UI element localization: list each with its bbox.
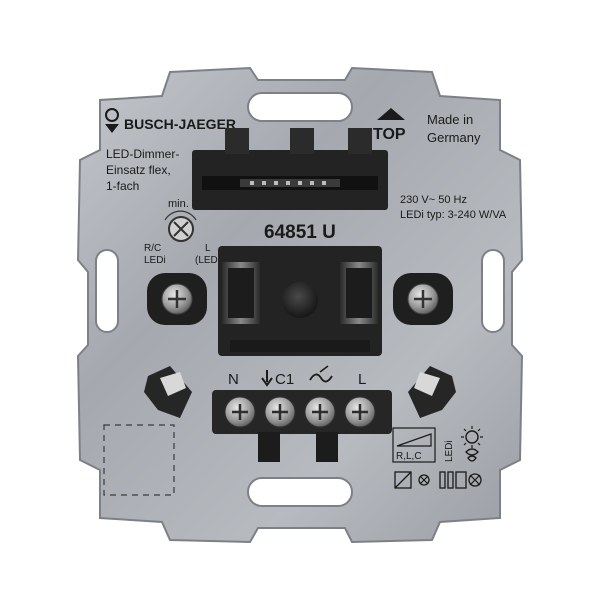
adjuster-min-label: min. xyxy=(168,198,189,210)
left-fixing-screw[interactable] xyxy=(147,273,207,325)
bottom-slot xyxy=(247,477,353,507)
top-connector xyxy=(192,128,388,210)
adjuster-right-label-1: L xyxy=(205,243,211,254)
electronic-transformer-icon xyxy=(439,471,482,489)
origin-line1: Made in xyxy=(427,112,473,127)
two-way-switch-icon xyxy=(309,365,333,383)
adjuster-right-label-2: (LEDi) xyxy=(195,255,223,266)
left-slot xyxy=(95,249,119,333)
trim-adjuster-icon[interactable] xyxy=(164,210,197,242)
product-title-line3: 1-fach xyxy=(106,179,139,193)
load-types-label: R,L,C xyxy=(396,451,422,462)
transformer-symbol-icon xyxy=(394,471,430,489)
voltage-rating: 230 V~ 50 Hz xyxy=(400,194,467,206)
top-slot xyxy=(247,92,353,122)
ledi-symbol-label: LEDi xyxy=(444,440,455,462)
terminal-screw-l[interactable] xyxy=(344,396,376,428)
product-title-line2: Einsatz flex, xyxy=(106,163,171,177)
brand-name: BUSCH-JAEGER xyxy=(124,116,236,132)
right-claw-clip xyxy=(408,366,456,418)
label-field xyxy=(103,424,175,496)
origin-line2: Germany xyxy=(427,130,481,145)
terminal-screw-n[interactable] xyxy=(224,396,256,428)
top-arrow-icon xyxy=(377,108,405,120)
brand-logo-icon xyxy=(105,108,119,133)
right-fixing-screw[interactable] xyxy=(393,273,453,325)
arrow-down-icon xyxy=(261,370,273,387)
load-rating: LEDi typ: 3-240 W/VA xyxy=(400,209,507,221)
lamp-icon xyxy=(461,426,483,448)
terminal-screw-c1[interactable] xyxy=(264,396,296,428)
adjuster-left-label-1: R/C xyxy=(144,243,161,254)
terminal-block xyxy=(212,390,392,462)
led-bulb-icon xyxy=(465,448,479,462)
product-title-line1: LED-Dimmer- xyxy=(106,147,179,161)
load-type-symbol-icon xyxy=(392,427,436,463)
right-slot xyxy=(481,249,505,333)
adjuster-left-label-2: LEDi xyxy=(144,255,166,266)
terminal-screw-switch[interactable] xyxy=(304,396,336,428)
terminal-c1-label: C1 xyxy=(275,371,294,388)
terminal-n-label: N xyxy=(228,371,239,388)
article-number: 64851 U xyxy=(264,222,336,243)
top-label: TOP xyxy=(373,126,406,143)
terminal-l-label: L xyxy=(358,371,366,388)
left-claw-clip xyxy=(144,366,192,418)
dimmer-housing xyxy=(218,246,382,356)
